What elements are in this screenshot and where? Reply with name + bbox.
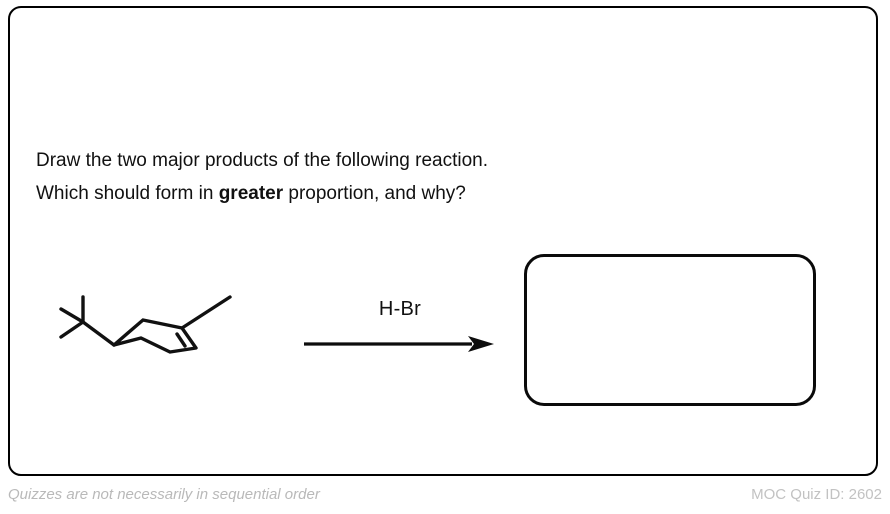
footer-quiz-id: MOC Quiz ID: 2602 — [751, 486, 882, 503]
prompt-emphasis-greater: greater — [218, 183, 284, 204]
tbu-to-ring-bond — [81, 320, 116, 347]
reagent-label: H-Br — [378, 298, 422, 320]
arrow-head — [468, 336, 494, 352]
tbu-methyl-upper-left-bond — [59, 307, 85, 324]
molecule-skeletal-drawing — [59, 295, 232, 354]
prompt-line-2-before: Which should form in — [36, 183, 219, 204]
reaction-arrow-group: H-Br — [300, 298, 500, 358]
prompt-line-1: Draw the two major products of the follo… — [36, 150, 488, 171]
cyclohexene-ring — [112, 318, 198, 354]
tbu-methyl-lower-left-bond — [59, 320, 85, 339]
ring-methyl-bond — [180, 295, 232, 330]
reaction-scheme: H-Br — [10, 238, 890, 418]
footer: Quizzes are not necessarily in sequentia… — [0, 486, 890, 514]
quiz-card: Draw the two major products of the follo… — [8, 6, 878, 476]
footer-note: Quizzes are not necessarily in sequentia… — [8, 486, 320, 503]
double-bond-inner-line — [175, 332, 187, 348]
question-prompt: Draw the two major products of the follo… — [36, 144, 656, 210]
answer-box[interactable] — [524, 254, 816, 406]
prompt-line-2: Which should form in greater proportion,… — [36, 177, 656, 210]
prompt-line-2-after: proportion, and why? — [283, 183, 466, 204]
starting-material-structure — [44, 290, 254, 380]
reaction-arrow-icon — [304, 336, 494, 352]
